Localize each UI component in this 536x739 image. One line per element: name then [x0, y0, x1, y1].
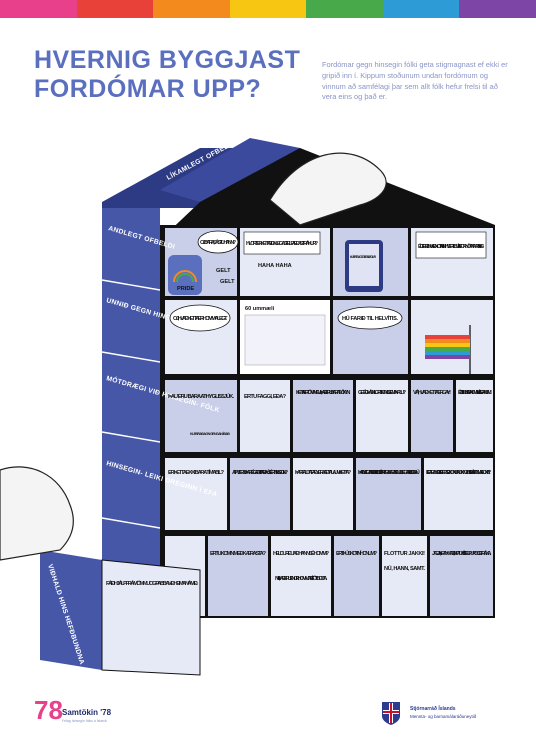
top-hand-illustration: [269, 152, 387, 226]
roof-side: [160, 138, 300, 202]
bubble-r5d: NEI, ÞAÐ ERU ENGIR HOMMAR Í FÓTBOLTA.: [275, 574, 327, 582]
bubble-r3d: GET ÉG ÞÁ SKILGREINT MIG SEM ÞYRLU?: [358, 388, 407, 396]
foundation-block: [40, 550, 102, 670]
bubble-r5a: FÁIÐ HJÁLP FRÁ MÖMMU OG PABBA VIÐ HEIMAN…: [106, 580, 198, 587]
page-title: HVERNIG BYGGJAST FORDÓMAR UPP?: [34, 46, 304, 104]
panel-r4-3: [293, 458, 353, 530]
bubble-r5f: FLOTTUR JAKKI!: [384, 551, 425, 557]
bubble-r5h: JÆJA, KRAKKAR, SKIPTUM Í STELPUR OG STRÁ…: [432, 549, 491, 557]
bubble-r1e: ÉG FER EKKI AÐ NOTA EINHVER TILBÚIN FORN…: [418, 242, 484, 250]
title-line-1: HVERNIG BYGGJAST: [34, 46, 301, 74]
rainbow-blue: [382, 0, 460, 18]
panel-r4-1: [165, 458, 227, 530]
bubble-r1g: GELT: [220, 279, 235, 285]
rainbow-stripe: [0, 0, 536, 18]
samtokin-logo: 78 Samtökin '78 Félag hinsegin fólks á Í…: [34, 695, 111, 726]
bubble-r3e: VÁ, HVAÐ ÞETTA ER GAY!: [413, 389, 451, 396]
panel-r3-2: [240, 380, 290, 452]
panel-r5-5: [382, 536, 427, 616]
rainbow-purple: [459, 0, 536, 18]
left-facade: [102, 208, 160, 608]
bubble-r4c: ÞARF ALLTAF AÐ VERA AÐ TALA UM ÞETTA?: [295, 470, 352, 476]
panel-r4-2: [230, 458, 290, 530]
bubble-r5b: ERTU KOMIN MEÐ KÆRASTA?: [210, 551, 267, 557]
bubble-r3c: ÞETTA ER TÓM ÞVELA, ÞAÐ ERU BARA TVÖ KYN…: [296, 388, 350, 396]
bubble-r4e: EIGA TRANS OG INTERSEX KONUR NOKKUÐ HEIM…: [426, 468, 492, 476]
government-logo: Stjórnarráð Íslands Mennta- og barnamála…: [380, 700, 476, 731]
bubble-r1b: HVORT ER ÞETTA EIGINLEGA STELPA EÐA STRÁ…: [246, 240, 319, 247]
rainbow-on-shirt: [173, 270, 197, 283]
gov-ministry: Mennta- og barnamálaráðuneytið: [410, 714, 477, 719]
panel-r3-5: [411, 380, 453, 452]
logo-number: 78: [34, 695, 63, 725]
bubble-r4b: AF HVERJU ÞARF ÉG AÐ VITA AÐ ÞÚ SÉRT HIN…: [232, 468, 289, 476]
panel-r5-2: [208, 536, 268, 616]
coat-of-arms-icon: [382, 702, 400, 725]
bubble-r4d: ÞAÐ MEGA ÞEIR FLEIRI LESBÍUR VERA BARA B…: [358, 468, 420, 476]
title-line-2: FORDÓMAR UPP?: [34, 75, 262, 103]
panel-r4-5: [424, 458, 493, 530]
bubble-r1c: HAHA HAHA: [258, 263, 292, 269]
pride-flag-red: [425, 335, 470, 339]
bubble-r5c: HELDURÐU AÐ HANN SÉ HOMMI?: [273, 549, 330, 557]
panel-r3-1: [165, 380, 237, 452]
bubble-r2c: HÚ FARIÐ TIL HELVÍTIS.: [342, 314, 398, 322]
bubble-r5g: NÚ, HANN, SAMT.: [384, 565, 425, 572]
panel-r5-6: [430, 536, 493, 616]
bubble-r5e: ERT ÞÚ SKOTIN Í HONUM?: [336, 549, 378, 557]
logo-subtitle: Félag hinsegin fólks á Íslandi: [62, 719, 107, 723]
logo-name: Samtökin '78: [62, 708, 112, 717]
rainbow-orange: [153, 0, 230, 18]
bubble-r1a: OJ BARA, SÁSTU HANN?: [200, 239, 237, 246]
intro-text: Fordómar gegn hinsegin fólki geta stigma…: [322, 60, 508, 102]
bubbles: OJ BARA, SÁSTU HANN? HVORT ER ÞETTA EIGI…: [106, 230, 492, 587]
rainbow-yellow: [229, 0, 307, 18]
bubble-r2a: OJ, HVAÐ ÞETTA ER HOMMALEGT.: [173, 316, 228, 322]
panel-r5-3: [271, 536, 331, 616]
bubble-r3g: KLEBRAÐAGN GENGAN Í BAÐ: [190, 431, 230, 436]
panel-r3-4: [356, 380, 408, 452]
foundation-front: [101, 559, 201, 676]
bubble-r1h: PRIDE: [177, 286, 194, 292]
bubble-r1f: GELT: [216, 268, 231, 274]
phone-screen: [349, 244, 379, 286]
panel-r3-6: [456, 380, 493, 452]
rainbow-red: [76, 0, 154, 18]
gov-title: Stjórnarráð Íslands: [410, 706, 456, 712]
bubble-r3f: ÉG VIL EKKI HAFA HOMMA Í KLEFANUM.: [458, 388, 492, 396]
rainbow-pink: [0, 0, 77, 18]
panel-r4-4: [356, 458, 421, 530]
rainbow-green: [306, 0, 383, 18]
panel-r3-3: [293, 380, 353, 452]
bubble-r1d: ÞÚ ERT SVO ÓGEÐSLEGUR: [350, 254, 376, 259]
bubble-r4a: ER ÞETTA EKKI BARA TÍMABIL?: [168, 468, 225, 476]
bubble-r3b: ERTU FAGGI, EÐA?: [244, 394, 287, 400]
left-hand-illustration: [0, 466, 74, 561]
panel-r5-4: [334, 536, 379, 616]
bubble-r3a: ÞAU ERU BARA ATHYGLISSJÚK.: [168, 393, 234, 400]
bubble-r2b: 60 ummæli: [245, 306, 275, 312]
comic-house: LÍKAMLEGT OFBELDI ANDLEGT OFBELDI UNNIÐ …: [0, 130, 536, 690]
